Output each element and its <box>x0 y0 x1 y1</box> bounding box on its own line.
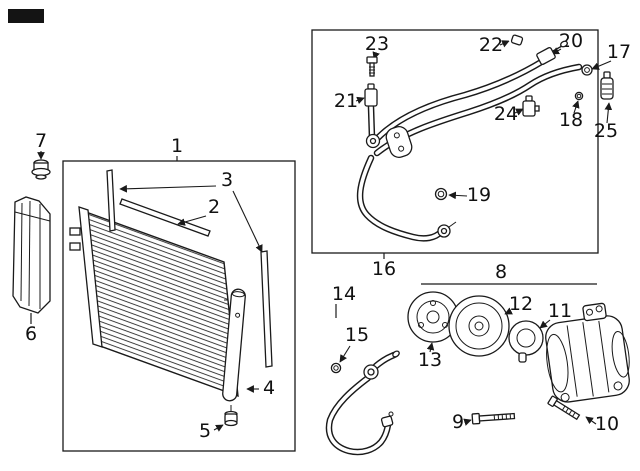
part11-field-coil <box>508 320 544 363</box>
leader-5 <box>213 424 224 432</box>
part25-cap <box>600 71 614 100</box>
callout-15[interactable]: 15 <box>345 324 369 346</box>
callout-6[interactable]: 6 <box>25 323 37 345</box>
part18-o-ring <box>574 91 584 101</box>
callout-11[interactable]: 11 <box>548 300 572 322</box>
part13-disc-hub <box>407 291 459 343</box>
callout-24[interactable]: 24 <box>494 103 518 125</box>
callout-2[interactable]: 2 <box>208 196 220 218</box>
leader-3a <box>119 184 217 193</box>
part3-seal-strip-left <box>106 169 116 232</box>
leader-3b <box>232 190 263 253</box>
leader-24 <box>514 108 524 116</box>
part9-bolt <box>471 412 516 425</box>
callout-9[interactable]: 9 <box>452 411 464 433</box>
leader-11 <box>539 319 551 329</box>
part15-o-ring <box>330 362 342 374</box>
hose-assembly <box>356 57 583 242</box>
part19-o-ring <box>434 187 448 201</box>
hose-lower <box>325 350 400 456</box>
legend-chip <box>8 9 44 23</box>
part23-bolt <box>366 56 378 77</box>
part10-stud-bolt <box>547 395 581 421</box>
callout-25[interactable]: 25 <box>594 120 618 142</box>
callout-16[interactable]: 16 <box>372 258 396 280</box>
callout-7[interactable]: 7 <box>35 130 47 152</box>
callout-3[interactable]: 3 <box>221 169 233 191</box>
callout-18[interactable]: 18 <box>559 109 583 131</box>
leader-18 <box>572 100 580 114</box>
part22-cap <box>510 34 524 46</box>
callout-4[interactable]: 4 <box>263 377 275 399</box>
leader-12 <box>504 307 513 315</box>
part3-seal-strip-right <box>260 250 273 368</box>
part4-receiver-drier <box>222 288 246 402</box>
callout-5[interactable]: 5 <box>199 420 211 442</box>
part12-pulley <box>448 295 510 357</box>
callout-19[interactable]: 19 <box>467 184 491 206</box>
callout-21[interactable]: 21 <box>334 90 358 112</box>
compressor-body <box>545 302 630 403</box>
leader-17 <box>591 60 612 70</box>
leader-2 <box>177 215 207 226</box>
box-condenser-group <box>62 160 296 452</box>
part7-mount-nut <box>31 159 51 180</box>
leader-21 <box>355 96 365 105</box>
callout-20[interactable]: 20 <box>559 30 583 52</box>
callout-22[interactable]: 22 <box>479 34 503 56</box>
callout-10[interactable]: 10 <box>595 413 619 435</box>
callout-1[interactable]: 1 <box>171 135 183 157</box>
leader-25 <box>604 102 613 124</box>
leader-10 <box>585 416 597 425</box>
part5-drain-plug <box>224 405 238 427</box>
callout-23[interactable]: 23 <box>365 33 389 55</box>
callout-17[interactable]: 17 <box>607 41 631 63</box>
part24-service-valve <box>522 95 540 117</box>
part20-fitting-nut <box>536 40 568 65</box>
part6-air-guard <box>12 196 51 314</box>
leader-19 <box>448 191 468 200</box>
callout-8[interactable]: 8 <box>495 261 507 283</box>
callout-14[interactable]: 14 <box>332 283 356 305</box>
box-hose-group <box>311 29 599 254</box>
callout-13[interactable]: 13 <box>418 349 442 371</box>
part-condenser-core <box>69 206 239 398</box>
hose-clamp-bracket <box>385 126 413 158</box>
leader-9 <box>463 418 472 426</box>
part21-service-valve <box>364 83 378 107</box>
part17-o-ring <box>581 64 593 76</box>
callout-12[interactable]: 12 <box>509 293 533 315</box>
leader-15 <box>339 345 351 363</box>
leader-22 <box>499 40 510 48</box>
leader-13 <box>426 342 435 353</box>
